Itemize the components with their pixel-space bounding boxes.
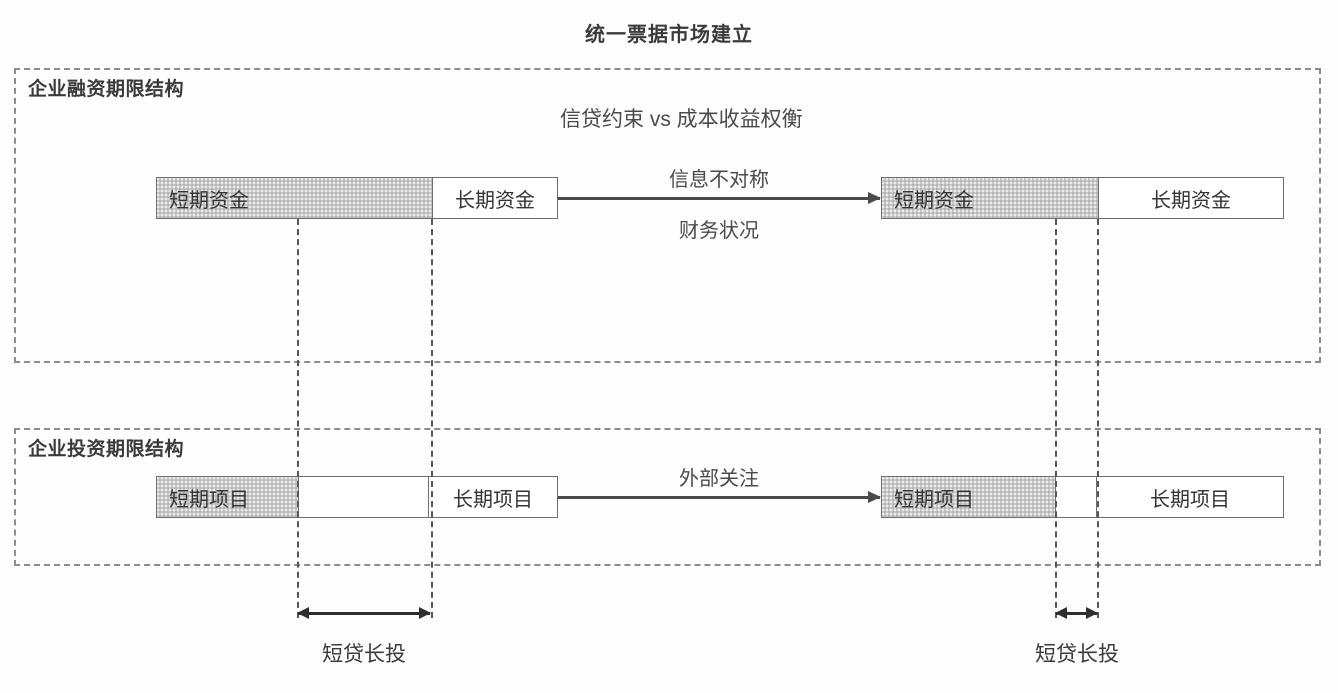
section-financing-box	[14, 68, 1321, 363]
investment-right-short-segment: 短期项目	[882, 477, 1056, 517]
tradeoff-caption: 信贷约束 vs 成本收益权衡	[560, 108, 803, 131]
financing-arrow-label-below: 财务状况	[679, 220, 759, 242]
investment-right-bar: 短期项目 长期项目	[881, 476, 1284, 518]
measure-arrow-left-icon	[297, 607, 431, 618]
guide-line-right-outer	[1097, 219, 1099, 618]
investment-left-bar: 短期项目 长期项目	[156, 476, 558, 518]
guide-line-left-inner	[297, 219, 299, 618]
page-title: 统一票据市场建立	[585, 24, 753, 46]
guide-line-left-outer	[431, 219, 433, 618]
section-investment-box	[14, 428, 1321, 566]
financing-right-bar: 短期资金 长期资金	[881, 177, 1284, 219]
financing-left-long-segment: 长期资金	[433, 178, 557, 218]
investment-left-long-segment: 长期项目	[429, 477, 557, 517]
section-investment-label: 企业投资期限结构	[28, 439, 185, 460]
financing-arrow-label-above: 信息不对称	[669, 169, 769, 191]
measure-arrow-right-icon	[1055, 607, 1098, 618]
financing-right-long-segment: 长期资金	[1099, 178, 1283, 218]
investment-transition-arrow-icon	[558, 491, 881, 503]
financing-transition-arrow-icon	[558, 192, 881, 204]
financing-left-short-segment: 短期资金	[157, 178, 433, 218]
investment-left-short-segment: 短期项目	[157, 477, 299, 517]
section-financing-label: 企业融资期限结构	[28, 79, 185, 100]
investment-right-gap-segment	[1056, 477, 1097, 517]
financing-right-short-segment: 短期资金	[882, 178, 1099, 218]
investment-right-long-segment: 长期项目	[1097, 477, 1283, 517]
investment-arrow-label-above: 外部关注	[679, 468, 759, 490]
guide-line-right-inner	[1055, 219, 1057, 618]
investment-left-gap-segment	[299, 477, 429, 517]
measure-label-left: 短贷长投	[322, 643, 406, 666]
measure-label-right: 短贷长投	[1035, 643, 1119, 666]
financing-left-bar: 短期资金 长期资金	[156, 177, 558, 219]
